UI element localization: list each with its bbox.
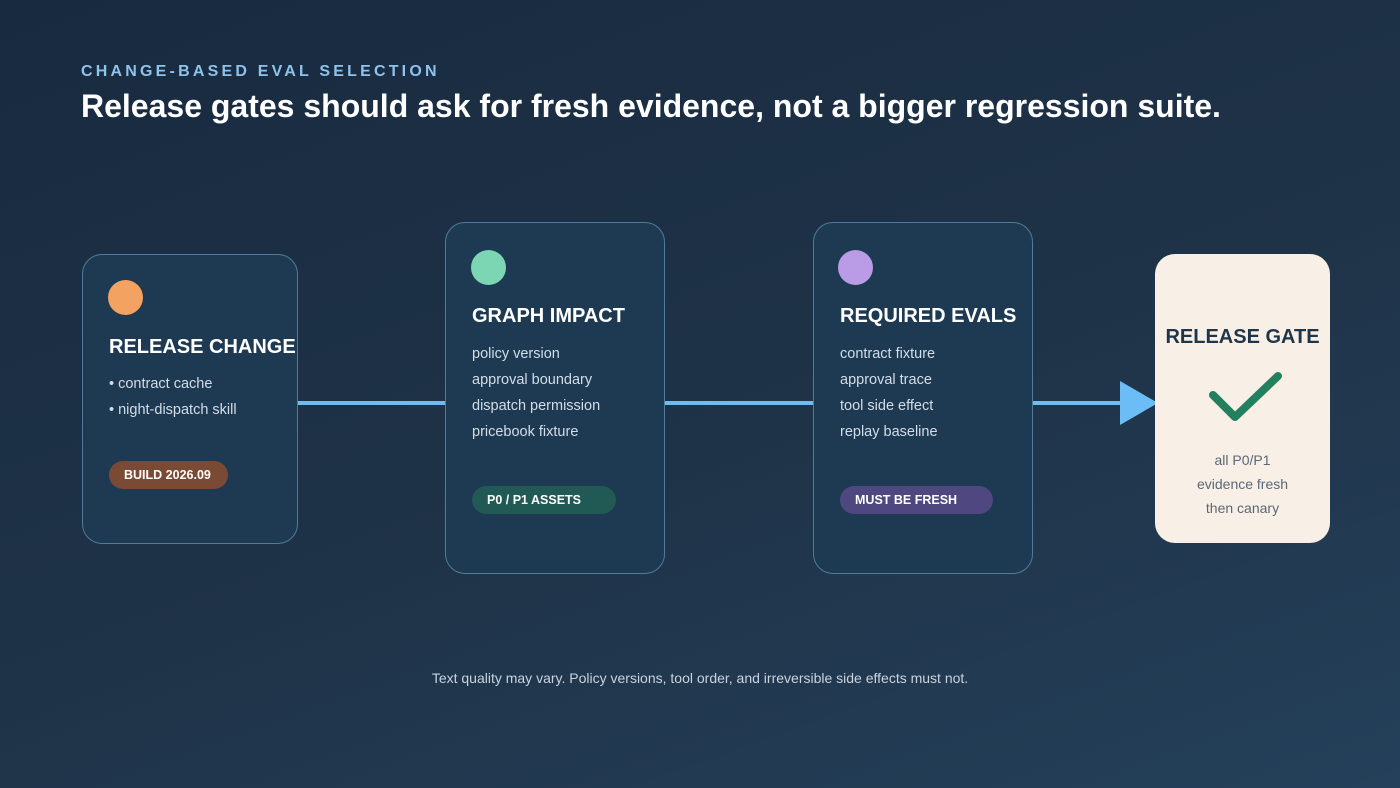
footnote: Text quality may vary. Policy versions, … (431, 670, 969, 686)
list-item: tool side effect (840, 398, 934, 414)
step-title: REQUIRED EVALS (840, 305, 1017, 327)
gate-title: RELEASE GATE (1165, 326, 1320, 348)
gate-line: all P0/P1 (1214, 452, 1271, 468)
gate-criteria: all P0/P1 evidence fresh then canary (1155, 448, 1330, 520)
step-dot-icon (838, 250, 873, 285)
list-item: pricebook fixture (472, 424, 579, 440)
page-title: Release gates should ask for fresh evide… (81, 88, 1221, 124)
step-item-list: • contract cache • night-dispatch skill (109, 371, 237, 423)
list-item: • contract cache (109, 376, 213, 392)
step-title: GRAPH IMPACT (472, 305, 625, 327)
assets-badge: P0 / P1 ASSETS (472, 486, 616, 514)
step-title: RELEASE CHANGE (109, 336, 296, 358)
build-badge: BUILD 2026.09 (109, 461, 228, 489)
step-card-required-evals: REQUIRED EVALS contract fixture approval… (813, 222, 1033, 574)
connector-line-2 (665, 401, 814, 405)
list-item: replay baseline (840, 424, 938, 440)
step-dot-icon (108, 280, 143, 315)
gate-line: evidence fresh (1196, 476, 1289, 492)
arrowhead-icon (1120, 381, 1158, 425)
step-item-list: policy version approval boundary dispatc… (472, 341, 600, 445)
step-item-list: contract fixture approval trace tool sid… (840, 341, 938, 445)
list-item: dispatch permission (472, 398, 601, 414)
checkmark-icon (1209, 372, 1282, 421)
list-item: approval trace (840, 372, 932, 388)
eyebrow-label: CHANGE-BASED EVAL SELECTION (81, 63, 440, 80)
step-card-graph-impact: GRAPH IMPACT policy version approval bou… (445, 222, 665, 574)
step-dot-icon (471, 250, 506, 285)
list-item: contract fixture (840, 346, 936, 362)
freshness-badge: MUST BE FRESH (840, 486, 993, 514)
gate-line: then canary (1205, 500, 1280, 516)
step-card-release-change: RELEASE CHANGE • contract cache • night-… (82, 254, 298, 544)
list-item: policy version (472, 346, 560, 362)
connector-line-1 (298, 401, 446, 405)
list-item: approval boundary (472, 372, 593, 388)
release-gate-card: RELEASE GATE all P0/P1 evidence fresh th… (1155, 254, 1330, 543)
connector-line-3 (1032, 401, 1122, 405)
list-item: • night-dispatch skill (109, 402, 237, 418)
